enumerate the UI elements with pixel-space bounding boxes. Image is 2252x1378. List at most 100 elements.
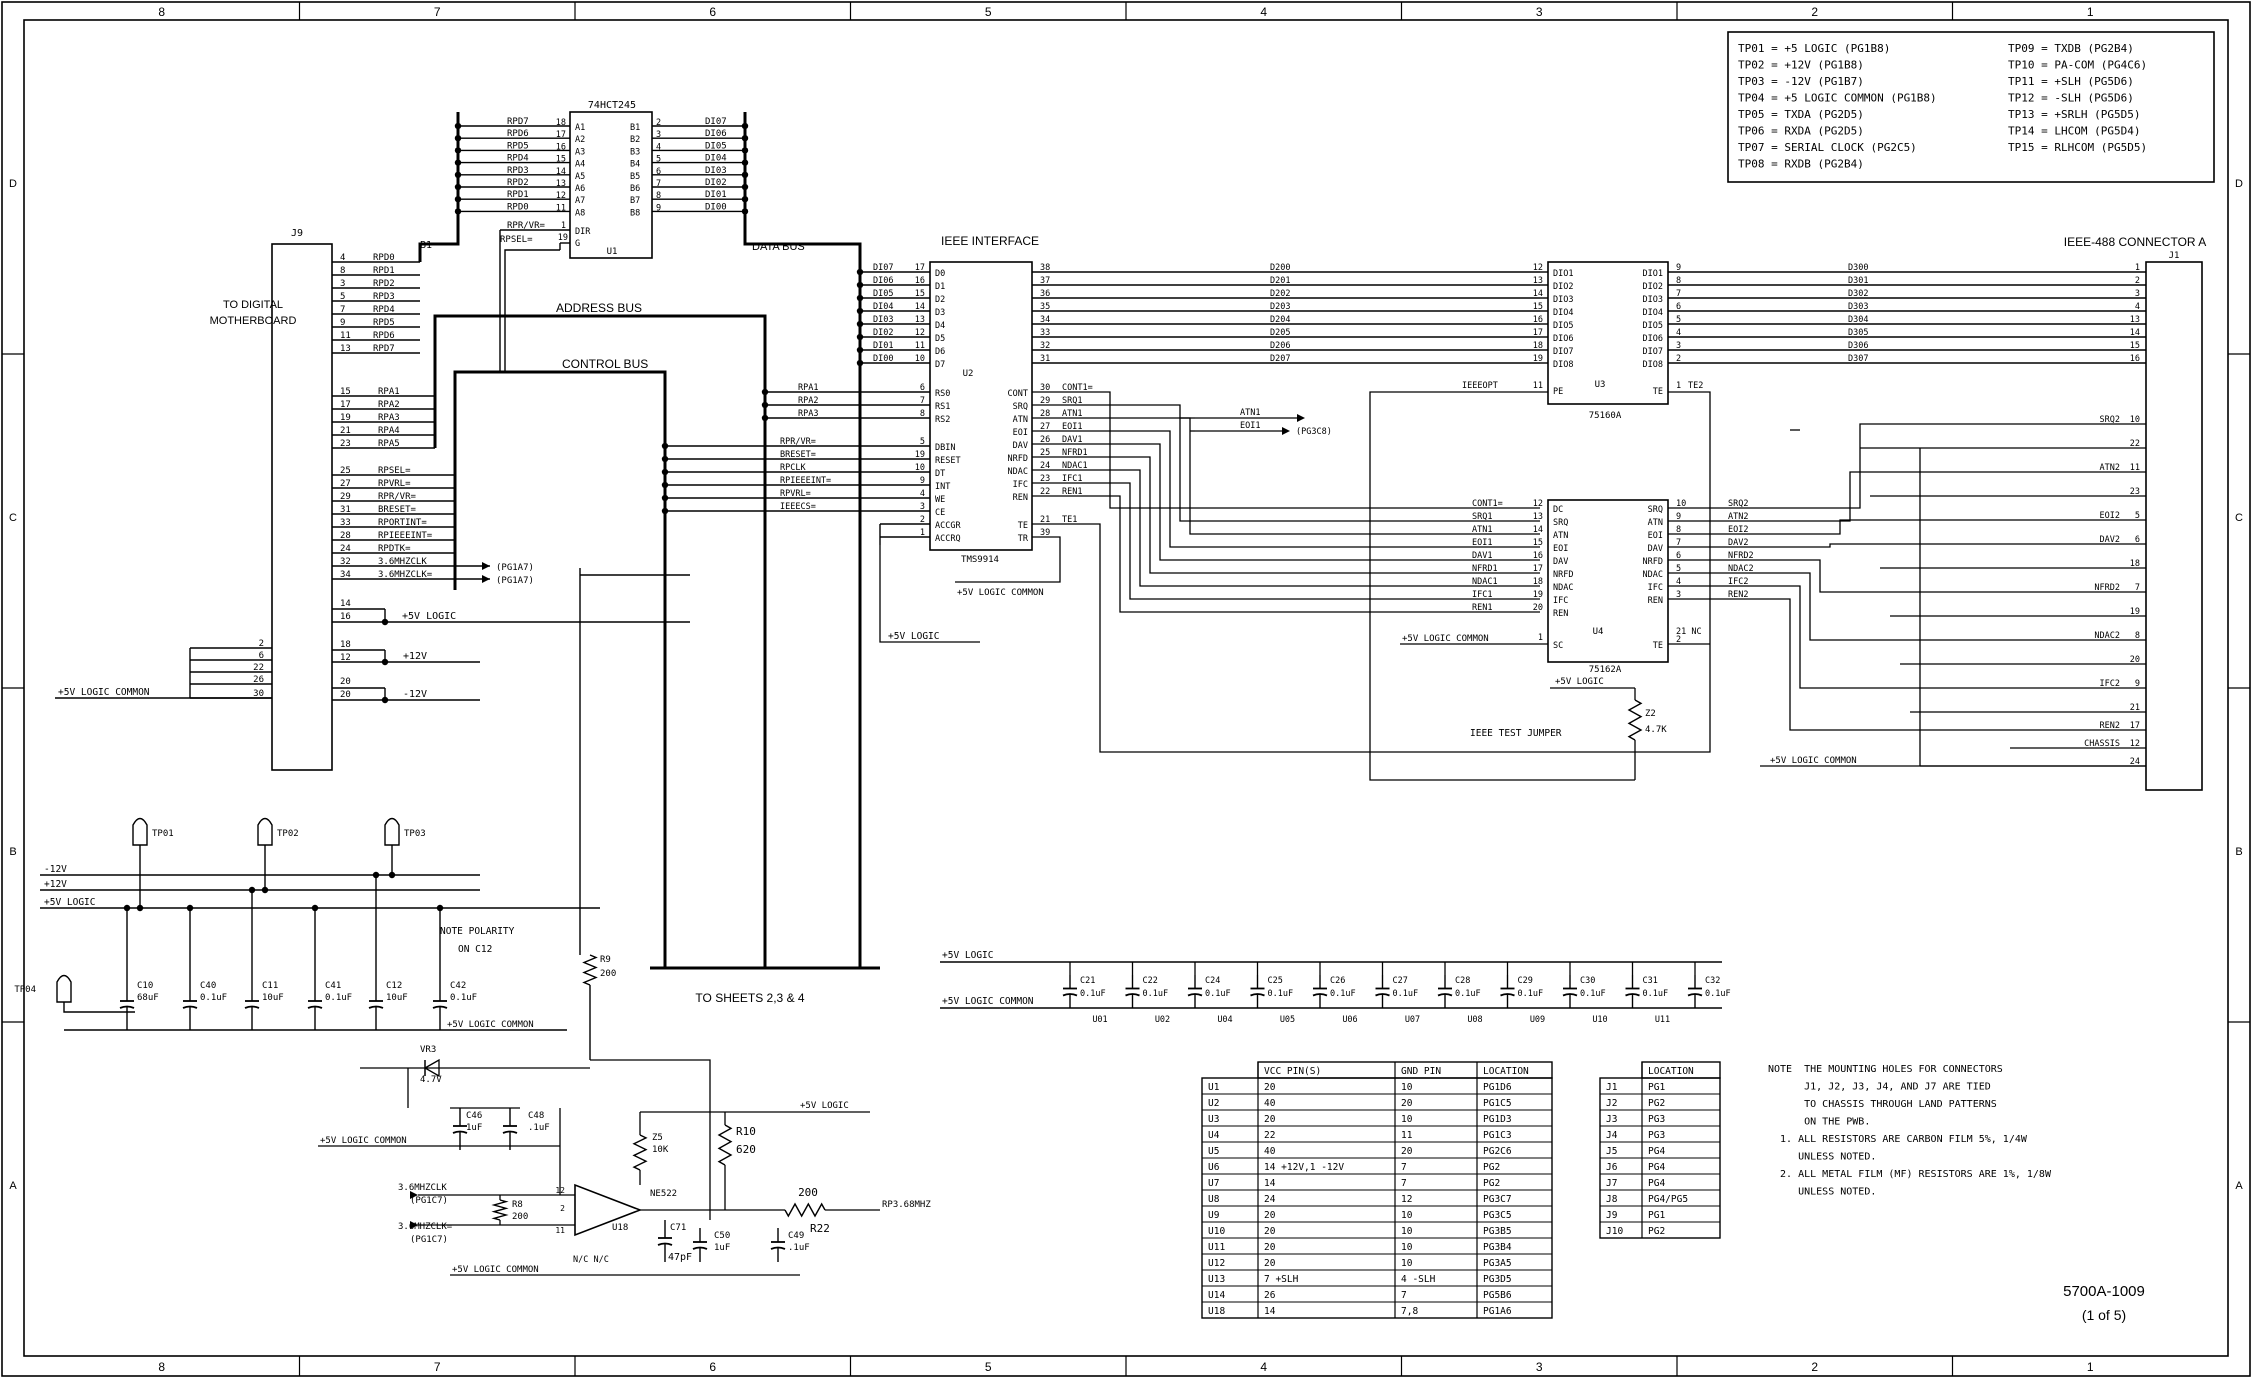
u4-pin-name: NDAC	[1553, 583, 1573, 593]
u2-pin-number: 5	[920, 437, 925, 447]
j9-pin-number: 34	[340, 570, 351, 580]
u3-pin-number: 15	[1533, 302, 1543, 312]
u1-rpd-label: RPD2	[507, 178, 529, 188]
u4-te-num: 2	[1676, 635, 1681, 645]
pin-table-cell: PG3B5	[1483, 1226, 1512, 1237]
u3-ref: U3	[1595, 380, 1606, 390]
col-label-top: 6	[709, 5, 716, 19]
testpoint-entry: TP14 = LHCOM (PG5D4)	[2008, 125, 2140, 138]
u4-to-j1-route	[1668, 559, 2146, 593]
u2-bus-dot	[661, 442, 669, 450]
c48-ref: C48	[528, 1111, 544, 1121]
u1-rpd-label: RPD1	[507, 190, 529, 200]
j9-pin-number: 23	[340, 439, 351, 449]
clk-common-label: +5V LOGIC COMMON	[320, 1136, 407, 1146]
pin-table-cell: U5	[1208, 1146, 1219, 1157]
dec-logic-label: +5V LOGIC	[942, 950, 993, 961]
j1-pin-number: 20	[2130, 655, 2140, 665]
u4-pin-name: DC	[1553, 505, 1563, 515]
j9-rpd-label: RPD6	[373, 331, 395, 341]
u3-pin-number: 8	[1676, 276, 1681, 286]
j1-pin-number: 4	[2135, 302, 2140, 312]
testpoint-label: TP01	[152, 829, 174, 839]
decoupling-capacitors: +5V LOGIC+5V LOGIC COMMONC210.1uFU01C220…	[940, 950, 1731, 1025]
r10-resistor	[717, 1124, 733, 1166]
u4-pin-number: 18	[1533, 577, 1543, 587]
r9-value: 200	[600, 969, 616, 979]
to-digital-label: TO DIGITAL	[223, 299, 283, 311]
j1-pin-number: 10	[2130, 415, 2140, 425]
u2-pin-number: 23	[1040, 474, 1050, 484]
u2-pin-number: 6	[920, 383, 925, 393]
j9-pin-number: 17	[340, 400, 351, 410]
loc-table-cell: J4	[1606, 1130, 1618, 1141]
testpoint-entry: TP02 = +12V (PG1B8)	[1738, 59, 1864, 72]
u1-pin-number: 6	[656, 167, 661, 177]
u2-pin-number: 17	[915, 263, 925, 273]
u2-pin-name: NRFD	[1008, 454, 1028, 464]
u1-rpd-label: RPD7	[507, 117, 529, 127]
junction-dot	[388, 871, 396, 879]
clk-arrow	[482, 575, 490, 583]
pin-table-cell: 20	[1401, 1146, 1413, 1157]
u1-pin-name: B7	[630, 196, 640, 206]
u1-pin-number: 2	[656, 118, 661, 128]
u2-pin-name: CONT	[1008, 389, 1028, 399]
col-label-top: 7	[434, 5, 441, 19]
dec-cap-ref: C30	[1580, 976, 1595, 986]
u3-out-label: D301	[1848, 276, 1868, 286]
u3-pin-number: 9	[1676, 263, 1681, 273]
u4-pin-name: EOI	[1553, 544, 1568, 554]
testpoint-symbol	[384, 817, 400, 846]
j1-title: IEEE-488 CONNECTOR A	[2064, 235, 2207, 249]
u4-pin-number: 10	[1676, 499, 1686, 509]
u2-to-u4-route	[1032, 456, 1540, 574]
u4-out-label: SRQ2	[1728, 499, 1748, 509]
testpoint-entry: TP03 = -12V (PG1B7)	[1738, 75, 1864, 88]
u2-signal-label: DAV1	[1062, 435, 1082, 445]
pin-table-cell: PG3D5	[1483, 1274, 1512, 1285]
c46-ref: C46	[466, 1111, 482, 1121]
u2-bus-dot	[661, 468, 669, 476]
u2-signal-label: RPCLK	[780, 463, 806, 473]
u1-pin-name: B3	[630, 147, 640, 157]
dec-cap-value: 0.1uF	[1518, 989, 1544, 999]
u4-body	[1547, 499, 1669, 663]
u2-pin-name: D6	[935, 347, 945, 357]
testpoint-symbol	[56, 974, 72, 1003]
u2-bus-dot	[661, 455, 669, 463]
pin-table-cell: 4 -SLH	[1401, 1274, 1436, 1285]
u3-pin-number: 5	[1676, 315, 1681, 325]
dec-unit-label: U10	[1592, 1015, 1607, 1025]
u2-to-u4-route	[1032, 482, 1540, 600]
dec-cap-value: 0.1uF	[1643, 989, 1669, 999]
pin-table-cell: PG3C5	[1483, 1210, 1512, 1221]
u2-pin-number: 2	[920, 515, 925, 525]
u2-signal-label: REN1	[1062, 487, 1082, 497]
u2-pin-number: 33	[1040, 328, 1050, 338]
u2-pin-number: 36	[1040, 289, 1050, 299]
testpoint-entry: TP13 = +SRLH (PG5D5)	[2008, 108, 2140, 121]
address-bus	[433, 314, 767, 968]
u4-pin-number: 6	[1676, 551, 1681, 561]
u4-pin-number: 9	[1676, 512, 1681, 522]
u4-signal-label: NFRD1	[1472, 564, 1498, 574]
u4-to-j1-route	[1668, 543, 2146, 548]
u3-pin-name: DIO4	[1553, 308, 1573, 318]
u4-pin-name: SRQ	[1648, 505, 1663, 515]
te-route	[1032, 391, 1711, 753]
cap-value: 10uF	[262, 993, 284, 1003]
j1-signal-label: EOI2	[2100, 511, 2120, 521]
j1-pin-number: 19	[2130, 607, 2140, 617]
c49-ref: C49	[788, 1231, 804, 1241]
u1-dir-pin: DIR	[575, 227, 591, 237]
u4-pin-number: 3	[1676, 590, 1681, 600]
u3-pe-signal: IEEEOPT	[1462, 381, 1498, 391]
pin-table-cell: U10	[1208, 1226, 1225, 1237]
m12-rail-label: -12V	[44, 864, 67, 875]
u2-signal-label: RPR/VR=	[780, 437, 816, 447]
dec-cap-value: 0.1uF	[1268, 989, 1294, 999]
u2-pin-number: 10	[915, 463, 925, 473]
